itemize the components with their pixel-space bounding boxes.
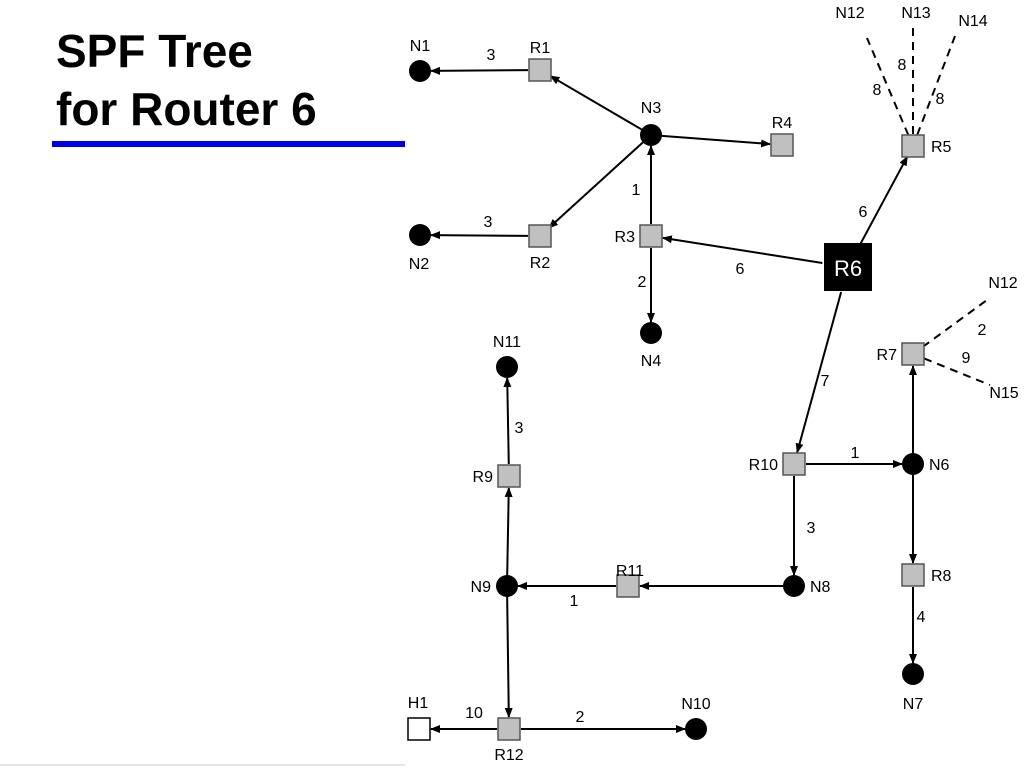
page-title: SPF Tree for Router 6: [56, 22, 317, 138]
edge-r2-n2: [429, 231, 529, 240]
node-label-n6: N6: [929, 457, 950, 474]
node-label-n15: N15: [989, 385, 1018, 402]
node-label-r12: R12: [494, 747, 523, 764]
edge-r5-n12a: [866, 37, 910, 136]
node-n6: [902, 453, 924, 475]
cost-label-r5-n14: 8: [936, 91, 945, 108]
node-r6: [824, 243, 872, 291]
node-n3: [640, 124, 662, 146]
node-r9: [497, 464, 521, 488]
cost-label-r6-r5: 6: [859, 204, 868, 221]
node-r11: [616, 574, 640, 598]
edge-r9-n11: [503, 376, 512, 465]
edge-r6-r10: [795, 291, 843, 454]
node-label-n7: N7: [903, 696, 924, 713]
node-label-r3: R3: [615, 229, 636, 246]
node-r4: [770, 133, 794, 157]
cost-label-r12-h1: 10: [465, 705, 483, 722]
node-label-n10: N10: [681, 696, 710, 713]
node-n1: [409, 60, 431, 82]
cost-label-r11-n9: 1: [570, 593, 579, 610]
footer-divider: [0, 764, 405, 766]
edge-n3-r4: [661, 134, 772, 148]
edge-r6-r5: [859, 155, 909, 245]
node-r3: [639, 224, 663, 248]
edge-r7-n15: [923, 357, 991, 386]
cost-label-r3-n4: 2: [638, 274, 647, 291]
node-label-r11: R11: [616, 563, 644, 580]
node-label-r2: R2: [530, 255, 551, 272]
node-n4: [640, 322, 662, 344]
node-label-r5: R5: [931, 139, 952, 156]
cost-label-r7-n12b: 2: [978, 322, 987, 339]
node-label-r6: R6: [834, 256, 862, 281]
node-label-n12b: N12: [988, 275, 1017, 292]
cost-label-r3-n3: 1: [632, 182, 641, 199]
edge-r1-n1: [429, 66, 529, 75]
cost-label-r10-n6: 1: [851, 445, 860, 462]
cost-label-r12-n10: 2: [576, 709, 585, 726]
node-label-h1: H1: [408, 695, 429, 712]
node-n7: [902, 663, 924, 685]
node-label-n12a: N12: [835, 5, 864, 22]
node-r1: [528, 58, 552, 82]
node-label-r9: R9: [473, 469, 494, 486]
edge-n3-r2: [548, 141, 644, 229]
cost-label-r5-n13: 8: [898, 57, 907, 74]
node-label-n14: N14: [958, 13, 987, 30]
edge-r5-n14: [916, 35, 956, 136]
cost-label-r8-n7: 4: [917, 609, 926, 626]
node-label-r4: R4: [772, 115, 793, 132]
node-r8: [901, 563, 925, 587]
node-n9: [496, 575, 518, 597]
cost-label-r9-n11: 3: [515, 420, 524, 437]
node-n2: [409, 224, 431, 246]
nodes: [407, 58, 925, 741]
edge-r6-r3: [661, 235, 823, 264]
edge-n9-r9: [504, 486, 513, 576]
node-r10: [782, 452, 806, 476]
cost-label-r7-n15: 9: [962, 350, 971, 367]
node-n11: [496, 356, 518, 378]
node-label-n13: N13: [901, 5, 930, 22]
node-r5: [901, 134, 925, 158]
title-line-2: for Router 6: [56, 83, 317, 135]
node-n10: [685, 718, 707, 740]
cost-label-r10-n8: 3: [807, 520, 816, 537]
node-label-n1: N1: [410, 38, 431, 55]
edge-n3-r1: [549, 75, 643, 131]
cost-label-r6-r10: 7: [821, 373, 830, 390]
cost-label-r2-n2: 3: [484, 214, 493, 231]
edges: [429, 28, 991, 733]
node-label-n11: N11: [493, 334, 521, 351]
node-label-n4: N4: [641, 353, 662, 370]
node-r12: [497, 717, 521, 741]
cost-label-r5-n12a: 8: [873, 82, 882, 99]
cost-label-r1-n1: 3: [487, 47, 496, 64]
node-label-n9: N9: [471, 579, 492, 596]
node-h1: [407, 717, 431, 741]
node-label-n3: N3: [641, 100, 662, 117]
node-label-r1: R1: [530, 40, 551, 57]
node-n8: [783, 575, 805, 597]
cost-label-r6-r3: 6: [736, 261, 745, 278]
node-label-n2: N2: [409, 256, 430, 273]
title-underline: [52, 141, 405, 147]
node-label-r7: R7: [877, 347, 898, 364]
node-r2: [528, 224, 552, 248]
node-label-r8: R8: [931, 568, 952, 585]
node-label-r10: R10: [749, 457, 778, 474]
node-label-n8: N8: [810, 579, 831, 596]
node-r7: [901, 342, 925, 366]
edge-n9-r12: [504, 596, 513, 719]
title-line-1: SPF Tree: [56, 25, 253, 77]
